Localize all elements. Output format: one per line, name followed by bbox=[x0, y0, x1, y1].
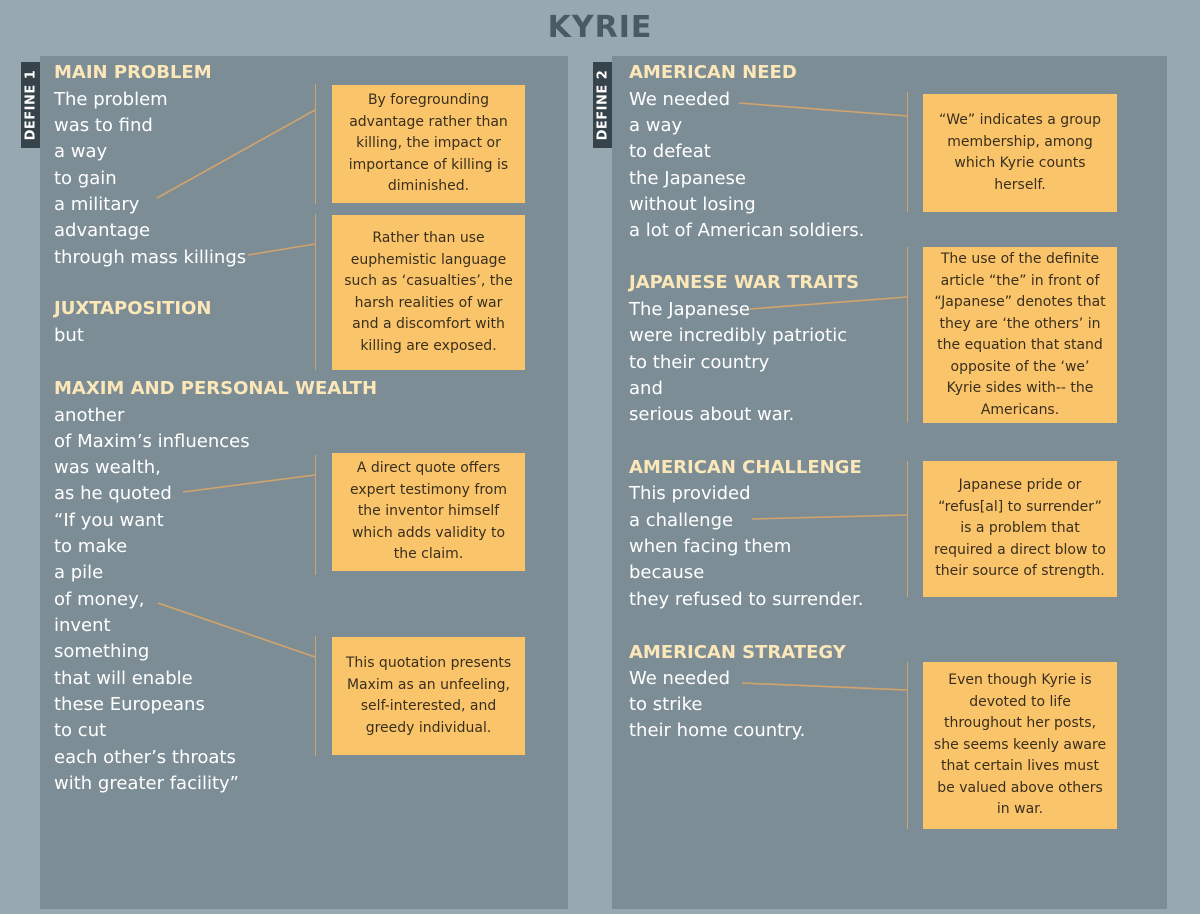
text-line: another bbox=[54, 405, 125, 426]
bracket bbox=[907, 461, 908, 597]
text-line: a pile bbox=[54, 562, 104, 583]
annotation-text: A direct quote offers expert testimony f… bbox=[349, 460, 507, 563]
annotation-note: This quotation presents Maxim as an unfe… bbox=[332, 637, 525, 755]
bracket bbox=[315, 84, 316, 204]
annotation-note: Even though Kyrie is devoted to life thr… bbox=[923, 662, 1117, 829]
text-line: invent bbox=[54, 615, 111, 636]
text-line: a military bbox=[54, 194, 140, 215]
text-line: to gain bbox=[54, 168, 117, 189]
bracket bbox=[315, 455, 316, 575]
text-line: was wealth, bbox=[54, 457, 161, 478]
page-title: KYRIE bbox=[547, 10, 653, 45]
text-line: something bbox=[54, 641, 150, 662]
bracket bbox=[315, 636, 316, 756]
text-line: to strike bbox=[629, 694, 703, 715]
text-line: each other’s throats bbox=[54, 747, 236, 768]
annotation-note: “We” indicates a group membership, among… bbox=[923, 94, 1117, 212]
text-line: but bbox=[54, 325, 84, 346]
heading-american-challenge: AMERICAN CHALLENGE bbox=[629, 457, 862, 478]
text-line: and bbox=[629, 378, 663, 399]
annotation-text: By foregrounding advantage rather than k… bbox=[348, 92, 509, 195]
text-line: of money, bbox=[54, 589, 145, 610]
text-line: to defeat bbox=[629, 141, 711, 162]
bracket bbox=[907, 92, 908, 212]
text-line: the Japanese bbox=[629, 168, 746, 189]
annotation-note: A direct quote offers expert testimony f… bbox=[332, 453, 525, 571]
define-2-label: DEFINE 2 bbox=[595, 69, 610, 141]
text-line: The Japanese bbox=[629, 299, 750, 320]
annotation-note: Japanese pride or “refus[al] to surrende… bbox=[923, 461, 1117, 597]
heading-american-need: AMERICAN NEED bbox=[629, 62, 797, 83]
text-line: when facing them bbox=[629, 536, 792, 557]
text-line: The problem bbox=[54, 89, 168, 110]
text-line: a lot of American soldiers. bbox=[629, 220, 865, 241]
text-line: a challenge bbox=[629, 510, 734, 531]
text-line: We needed bbox=[629, 668, 731, 689]
text-line: through mass killings bbox=[54, 247, 247, 268]
annotation-text: Japanese pride or “refus[al] to surrende… bbox=[934, 477, 1106, 580]
text-line: because bbox=[629, 562, 705, 583]
text-line: of Maxim’s influences bbox=[54, 431, 250, 452]
annotation-text: “We” indicates a group membership, among… bbox=[939, 112, 1101, 193]
text-line: to make bbox=[54, 536, 128, 557]
annotation-text: Rather than use euphemistic language suc… bbox=[344, 230, 513, 354]
text-line: to cut bbox=[54, 720, 107, 741]
text-line: We needed bbox=[629, 89, 731, 110]
text-line: a way bbox=[629, 115, 683, 136]
text-line: “If you want bbox=[54, 510, 164, 531]
text-line: their home country. bbox=[629, 720, 806, 741]
text-line: This provided bbox=[629, 483, 751, 504]
define-1-label: DEFINE 1 bbox=[23, 69, 38, 141]
text-line: as he quoted bbox=[54, 483, 172, 504]
heading-main-problem: MAIN PROBLEM bbox=[54, 62, 212, 83]
define-2-tab: DEFINE 2 bbox=[593, 62, 612, 148]
text-line: advantage bbox=[54, 220, 151, 241]
annotation-text: The use of the definite article “the” in… bbox=[934, 251, 1106, 418]
bracket bbox=[907, 662, 908, 829]
text-line: was to find bbox=[54, 115, 153, 136]
heading-maxim-wealth: MAXIM AND PERSONAL WEALTH bbox=[54, 378, 378, 399]
annotation-note: By foregrounding advantage rather than k… bbox=[332, 85, 525, 203]
annotation-note: The use of the definite article “the” in… bbox=[923, 247, 1117, 423]
text-line: with greater facility” bbox=[54, 773, 240, 794]
heading-juxtaposition: JUXTAPOSITION bbox=[54, 298, 212, 319]
heading-japanese-war-traits: JAPANESE WAR TRAITS bbox=[629, 272, 860, 293]
text-line: were incredibly patriotic bbox=[629, 325, 848, 346]
text-line: these Europeans bbox=[54, 694, 205, 715]
text-line: that will enable bbox=[54, 668, 193, 689]
annotation-note: Rather than use euphemistic language suc… bbox=[332, 215, 525, 370]
text-line: without losing bbox=[629, 194, 756, 215]
heading-american-strategy: AMERICAN STRATEGY bbox=[629, 642, 846, 663]
define-1-tab: DEFINE 1 bbox=[21, 62, 40, 148]
bracket bbox=[315, 214, 316, 370]
annotation-text: Even though Kyrie is devoted to life thr… bbox=[933, 672, 1107, 818]
text-line: to their country bbox=[629, 352, 770, 373]
text-line: they refused to surrender. bbox=[629, 589, 864, 610]
bracket bbox=[907, 247, 908, 422]
text-line: serious about war. bbox=[629, 404, 795, 425]
text-line: a way bbox=[54, 141, 108, 162]
annotation-text: This quotation presents Maxim as an unfe… bbox=[345, 655, 512, 736]
